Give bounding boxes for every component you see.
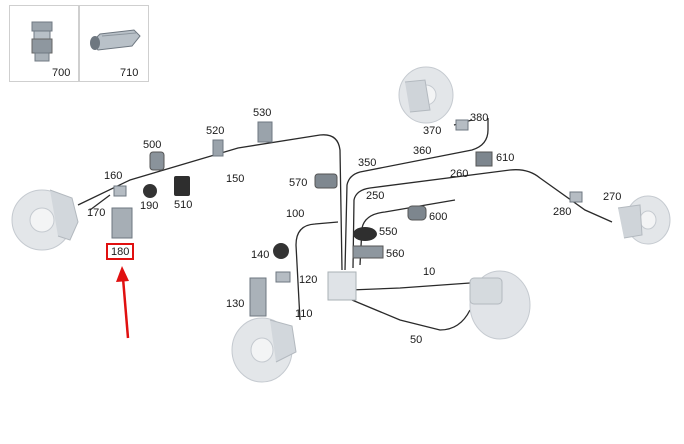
part-label-10: 10 xyxy=(423,266,436,278)
part-label-110: 110 xyxy=(295,308,313,320)
part-label-140: 140 xyxy=(251,249,270,261)
legend-item-710[interactable]: 710 xyxy=(79,5,149,82)
hex-fitting-icon xyxy=(90,29,141,51)
part-label-100: 100 xyxy=(286,208,305,220)
part-label-510: 510 xyxy=(174,199,193,211)
part-label-570: 570 xyxy=(289,177,308,189)
part-label-130: 130 xyxy=(226,298,245,310)
part-label-610: 610 xyxy=(496,152,515,164)
highlight-box-180 xyxy=(106,243,134,260)
part-label-190: 190 xyxy=(140,200,159,212)
part-label-250: 250 xyxy=(366,190,385,202)
part-label-170: 170 xyxy=(87,207,106,219)
part-label-520: 520 xyxy=(206,125,225,137)
legend-item-700[interactable]: 700 xyxy=(9,5,79,82)
legend-label-700: 700 xyxy=(52,67,71,79)
part-label-50: 50 xyxy=(410,334,423,346)
disc-front-left xyxy=(11,189,79,251)
legend-label-710: 710 xyxy=(120,67,139,79)
part-label-600: 600 xyxy=(429,211,448,223)
part-label-380: 380 xyxy=(470,112,489,124)
part-label-160: 160 xyxy=(104,170,123,182)
part-label-120: 120 xyxy=(299,274,318,286)
highlight-arrow xyxy=(116,266,130,339)
part-label-280: 280 xyxy=(553,206,572,218)
part-label-180: 180 xyxy=(111,246,130,258)
part-label-500: 500 xyxy=(143,139,162,151)
part-label-360: 360 xyxy=(413,145,432,157)
part-label-150: 150 xyxy=(226,173,245,185)
part-label-270: 270 xyxy=(603,191,622,203)
part-label-370: 370 xyxy=(423,125,442,137)
part-label-560: 560 xyxy=(386,248,405,260)
part-label-350: 350 xyxy=(358,157,377,169)
part-label-260: 260 xyxy=(450,168,469,180)
part-label-550: 550 xyxy=(379,226,398,238)
part-label-530: 530 xyxy=(253,107,272,119)
sensor-nut-icon xyxy=(31,21,53,62)
